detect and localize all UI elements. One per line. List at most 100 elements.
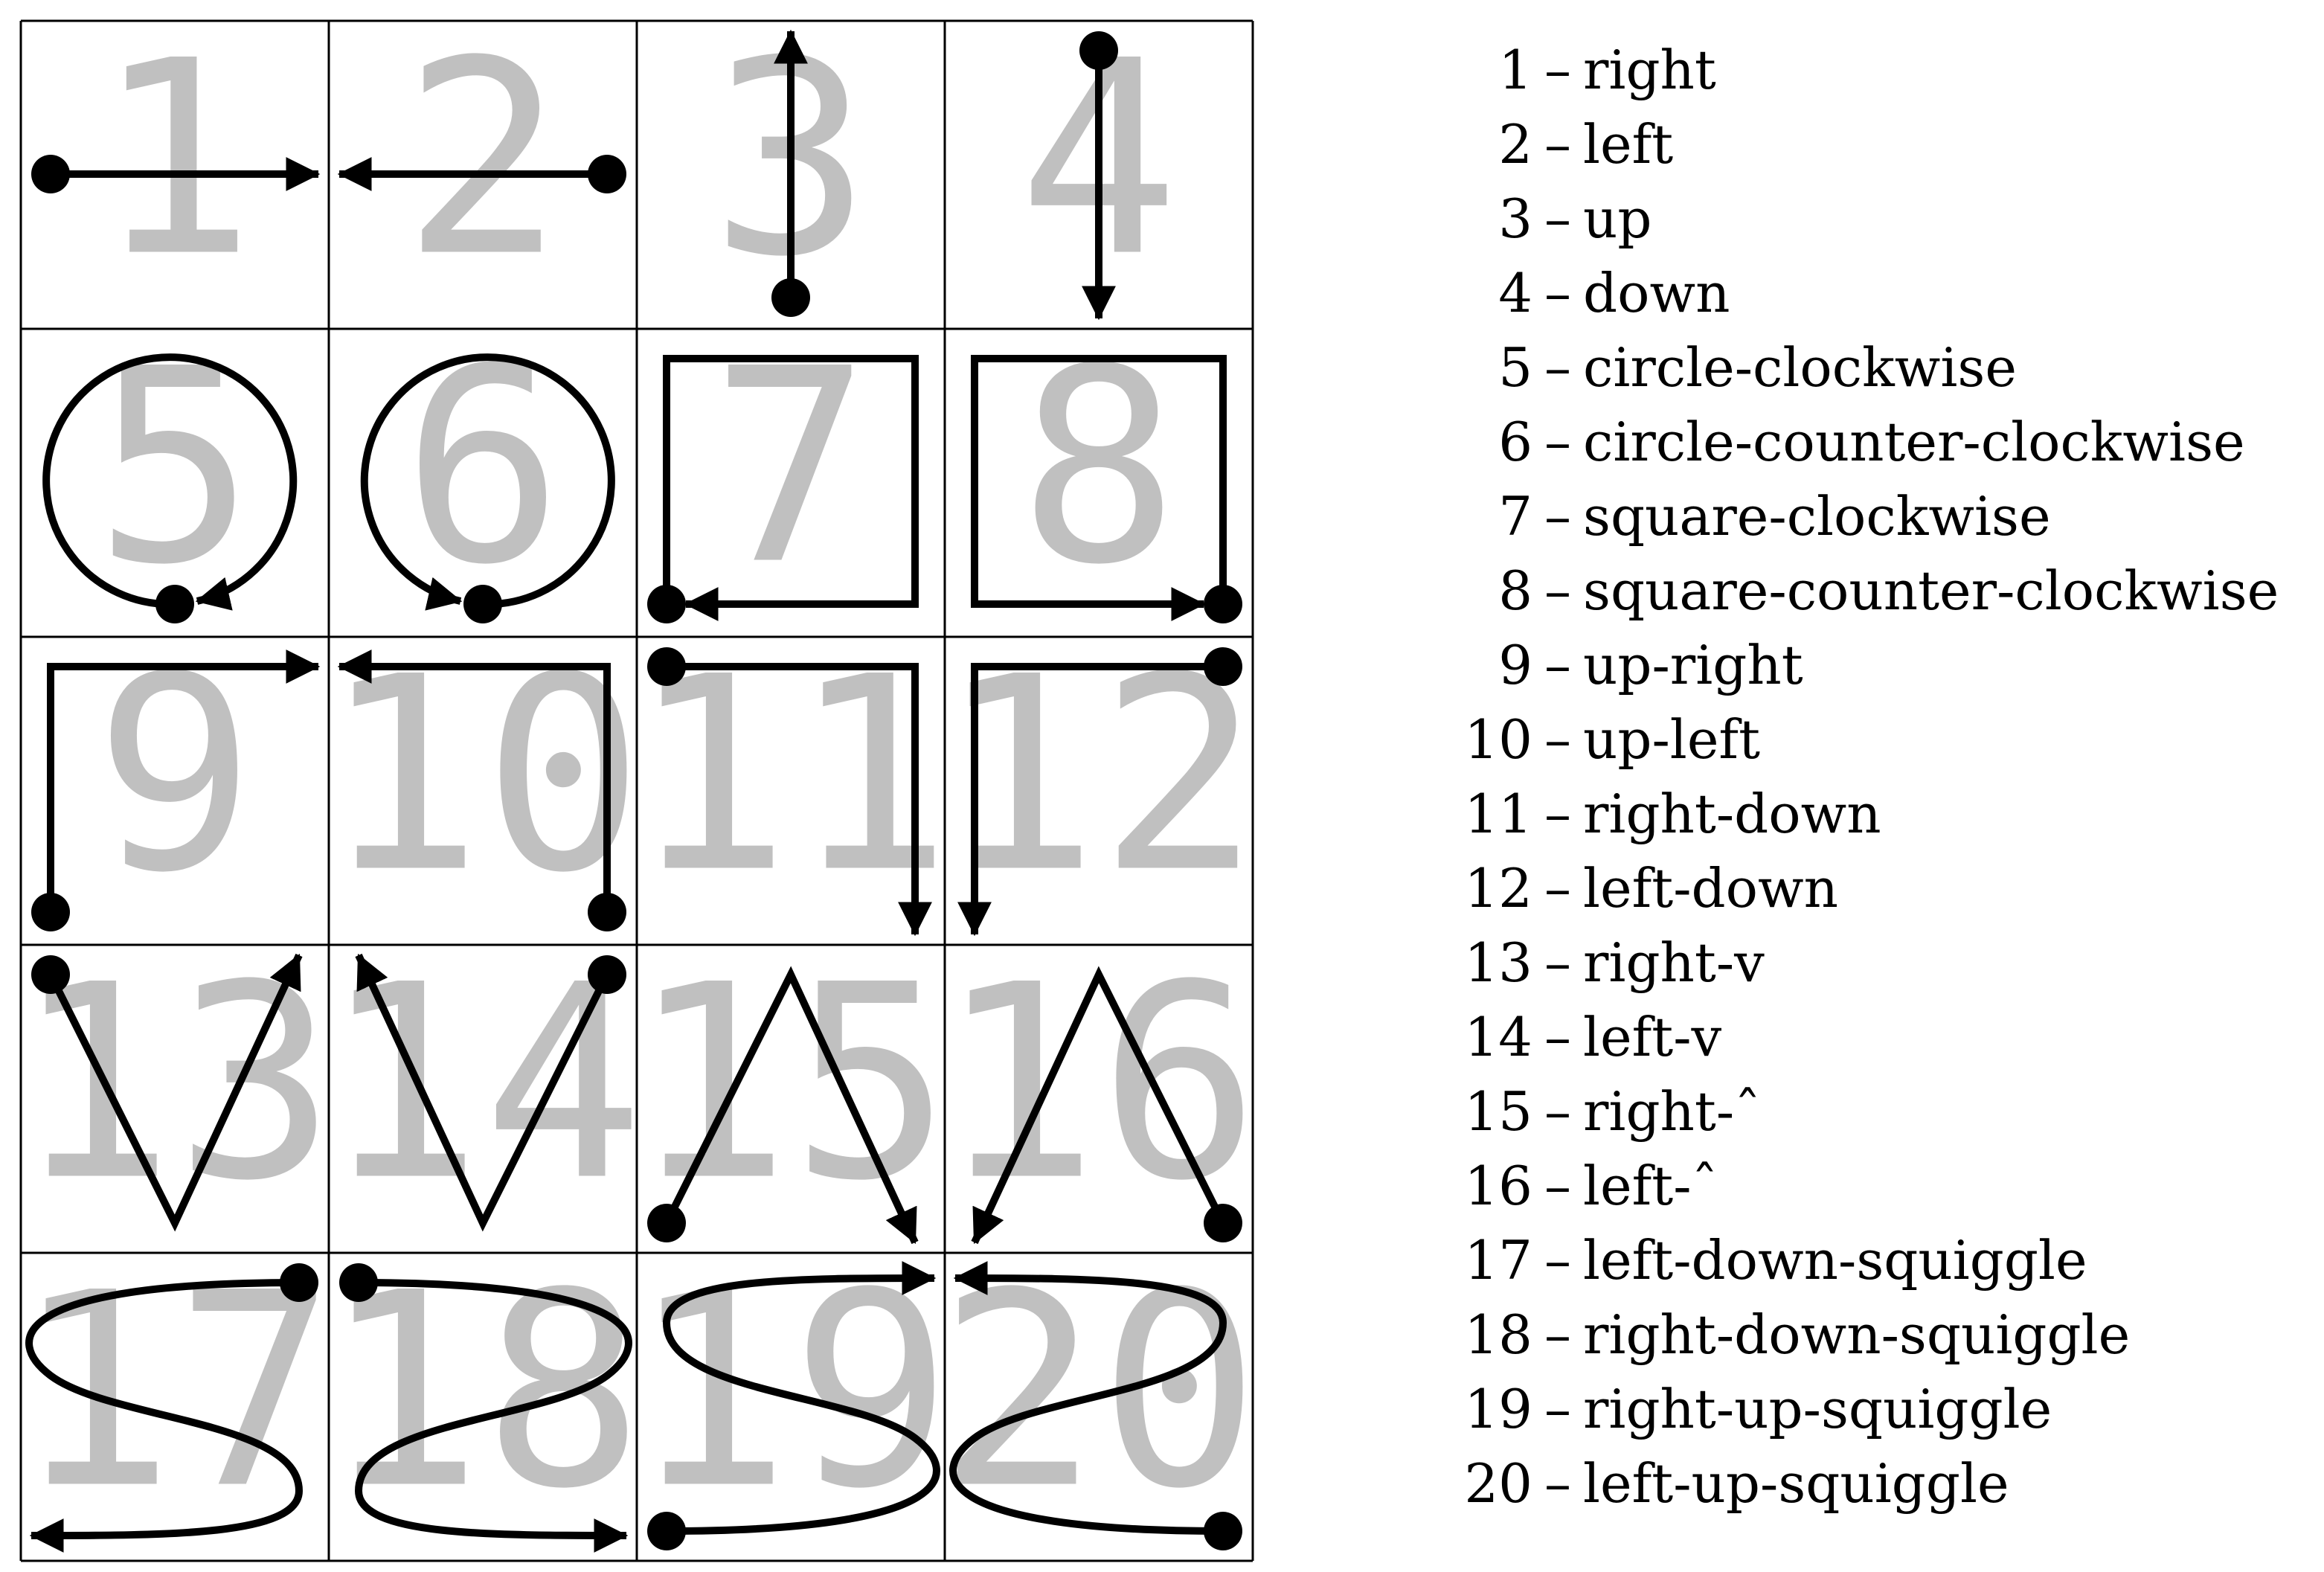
legend-separator: – xyxy=(1544,39,1571,101)
legend-label: circle-counter-clockwise xyxy=(1583,411,2245,473)
legend-number: 2 xyxy=(1498,113,1532,176)
legend-item-right: 1–right xyxy=(1458,33,2321,107)
cell-number-label: 8 xyxy=(1018,312,1180,623)
legend-separator: – xyxy=(1544,1080,1571,1143)
legend-label: left-v xyxy=(1583,1006,1722,1068)
gesture-path-right-down xyxy=(667,663,932,937)
gesture-path-right xyxy=(663,966,919,1245)
legend-number: 11 xyxy=(1464,783,1532,845)
start-dot xyxy=(280,1263,318,1302)
legend-label: up xyxy=(1583,187,1652,250)
legend-number: 5 xyxy=(1498,336,1532,399)
legend-number: 19 xyxy=(1464,1378,1532,1440)
gesture-cell-10: 10 xyxy=(321,620,644,945)
legend-item-left-v: 14–left-v xyxy=(1458,1000,2321,1074)
legend-number: 4 xyxy=(1498,262,1532,324)
legend-label: square-counter-clockwise xyxy=(1583,559,2279,622)
gesture-cell-11: 11 xyxy=(629,620,952,945)
gesture-cell-6: 6 xyxy=(329,312,637,637)
gesture-path-up-left xyxy=(337,649,611,912)
legend-separator: – xyxy=(1544,1155,1571,1217)
gesture-path-left-v xyxy=(355,953,611,1232)
legend-separator: – xyxy=(1544,1452,1571,1515)
start-dot xyxy=(1204,1512,1242,1550)
cell-number-label: 2 xyxy=(402,4,564,315)
gesture-legend: 1–right 2–left 3–up 4–down 5–circle-cloc… xyxy=(1458,33,2321,1521)
legend-item-left-down-squiggle: 17–left-down-squiggle xyxy=(1458,1223,2321,1297)
start-dot xyxy=(647,1204,686,1242)
gesture-path-right-down-squiggle xyxy=(354,1279,632,1553)
legend-item-up-left: 10–up-left xyxy=(1458,702,2321,777)
start-dot xyxy=(31,155,70,193)
gesture-path-right-v xyxy=(47,953,303,1232)
cell-number-label: 10 xyxy=(321,620,643,931)
gesture-path-left-down xyxy=(957,663,1223,937)
legend-item-left: 2–left xyxy=(1458,107,2321,182)
legend-separator: – xyxy=(1544,931,1571,994)
legend-separator: – xyxy=(1544,634,1571,696)
start-dot xyxy=(339,1263,378,1302)
legend-label: circle-clockwise xyxy=(1583,336,2017,399)
legend-number: 7 xyxy=(1498,485,1532,548)
legend-item-right-down-squiggle: 18–right-down-squiggle xyxy=(1458,1297,2321,1372)
cell-background xyxy=(637,637,945,945)
legend-label: up-right xyxy=(1583,634,1803,696)
gesture-cell-17: 17 xyxy=(13,1236,336,1561)
start-dot xyxy=(1079,31,1118,70)
start-dot xyxy=(1204,647,1242,686)
gesture-path-circle-clockwise xyxy=(42,353,298,611)
start-dot xyxy=(31,893,70,931)
gesture-cell-15: 15 xyxy=(629,928,952,1253)
gesture-path-left xyxy=(971,966,1227,1245)
gesture-cell-2: 2 xyxy=(329,4,637,329)
legend-number: 17 xyxy=(1464,1229,1532,1292)
legend-label: right xyxy=(1583,39,1716,101)
legend-label: left xyxy=(1583,113,1674,176)
gesture-path-circle-counter-clockwise xyxy=(360,353,615,611)
gesture-path-square-counter-clockwise xyxy=(971,355,1227,621)
gesture-cell-7: 7 xyxy=(637,312,945,637)
legend-number: 1 xyxy=(1498,39,1532,101)
gesture-cell-13: 13 xyxy=(13,928,336,1253)
legend-item-left-down: 12–left-down xyxy=(1458,851,2321,925)
legend-separator: – xyxy=(1544,336,1571,399)
cell-number-label: 19 xyxy=(629,1236,951,1547)
legend-number: 14 xyxy=(1464,1006,1532,1068)
start-dot xyxy=(1204,585,1242,623)
gesture-cell-8: 8 xyxy=(945,312,1253,637)
start-dot xyxy=(647,647,686,686)
legend-item-left-caret: 16–left-ˆ xyxy=(1458,1149,2321,1223)
legend-separator: – xyxy=(1544,559,1571,622)
legend-separator: – xyxy=(1544,411,1571,473)
legend-separator: – xyxy=(1544,262,1571,324)
legend-separator: – xyxy=(1544,485,1571,548)
legend-separator: – xyxy=(1544,1378,1571,1440)
legend-number: 16 xyxy=(1464,1155,1532,1217)
legend-item-circle-counter-clockwise: 6–circle-counter-clockwise xyxy=(1458,405,2321,479)
legend-separator: – xyxy=(1544,857,1571,920)
legend-item-right-v: 13–right-v xyxy=(1458,925,2321,1000)
cell-background xyxy=(637,329,945,637)
legend-separator: – xyxy=(1544,113,1571,176)
legend-item-right-up-squiggle: 19–right-up-squiggle xyxy=(1458,1372,2321,1446)
legend-number: 15 xyxy=(1464,1080,1532,1143)
legend-item-up: 3–up xyxy=(1458,182,2321,256)
start-dot xyxy=(155,585,194,623)
legend-number: 18 xyxy=(1464,1303,1532,1366)
legend-number: 12 xyxy=(1464,857,1532,920)
legend-label: left-ˆ xyxy=(1583,1155,1718,1217)
legend-label: left-up-squiggle xyxy=(1583,1452,2009,1515)
gesture-cell-1: 1 xyxy=(21,4,329,329)
cell-background xyxy=(945,637,1253,945)
gesture-cell-9: 9 xyxy=(21,620,329,945)
legend-number: 13 xyxy=(1464,931,1532,994)
gesture-cell-5: 5 xyxy=(21,312,329,637)
legend-number: 10 xyxy=(1464,708,1532,771)
gesture-cell-16: 16 xyxy=(937,928,1260,1253)
legend-label: right-up-squiggle xyxy=(1583,1378,2052,1440)
legend-label: right-ˆ xyxy=(1583,1080,1762,1143)
legend-separator: – xyxy=(1544,1006,1571,1068)
start-dot xyxy=(463,585,502,623)
legend-separator: – xyxy=(1544,708,1571,771)
